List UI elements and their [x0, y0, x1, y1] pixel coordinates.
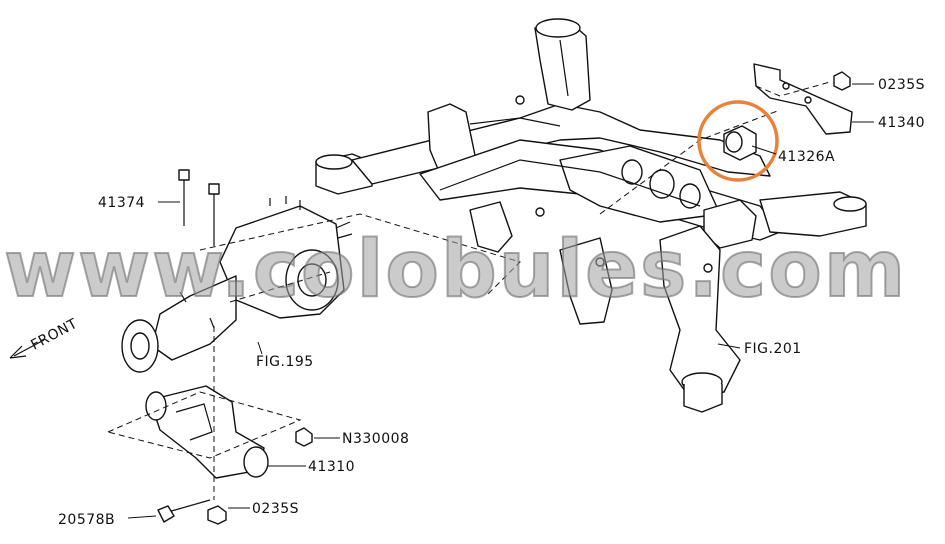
rear-differential: [121, 196, 353, 373]
part-41310-mount: [145, 385, 269, 479]
label-20578b: 20578B: [58, 512, 115, 528]
nut-0235s-bottom: [207, 505, 227, 525]
watermark: www.colobules.com: [4, 225, 907, 315]
leader-lines: [9, 83, 874, 519]
label-41374: 41374: [98, 195, 145, 211]
label-n330008: N330008: [342, 431, 409, 447]
label-41310: 41310: [308, 459, 355, 475]
label-0235s-top: 0235S: [878, 77, 925, 93]
label-front: FRONT: [28, 316, 80, 354]
label-41340: 41340: [878, 115, 925, 131]
assembly-guides: [106, 81, 831, 500]
label-fig-201: FIG.201: [744, 341, 802, 357]
label-0235s-bottom: 0235S: [252, 501, 299, 517]
part-41374-bolts: [178, 169, 220, 246]
part-41326a-bushing: [723, 125, 757, 161]
label-41326a: 41326A: [778, 149, 835, 165]
highlight-circle: [697, 100, 779, 182]
nut-n330008: [295, 427, 313, 447]
rear-subframe: [315, 18, 867, 413]
hardware: [157, 71, 851, 525]
nut-0235s-top: [833, 71, 851, 91]
bolt-20578b: [157, 505, 175, 523]
label-fig-195: FIG.195: [256, 354, 314, 370]
callout-labels: 41374 0235S 41340 41326A FRONT FIG.195 F…: [28, 77, 925, 528]
part-41340-bracket: [753, 63, 853, 135]
